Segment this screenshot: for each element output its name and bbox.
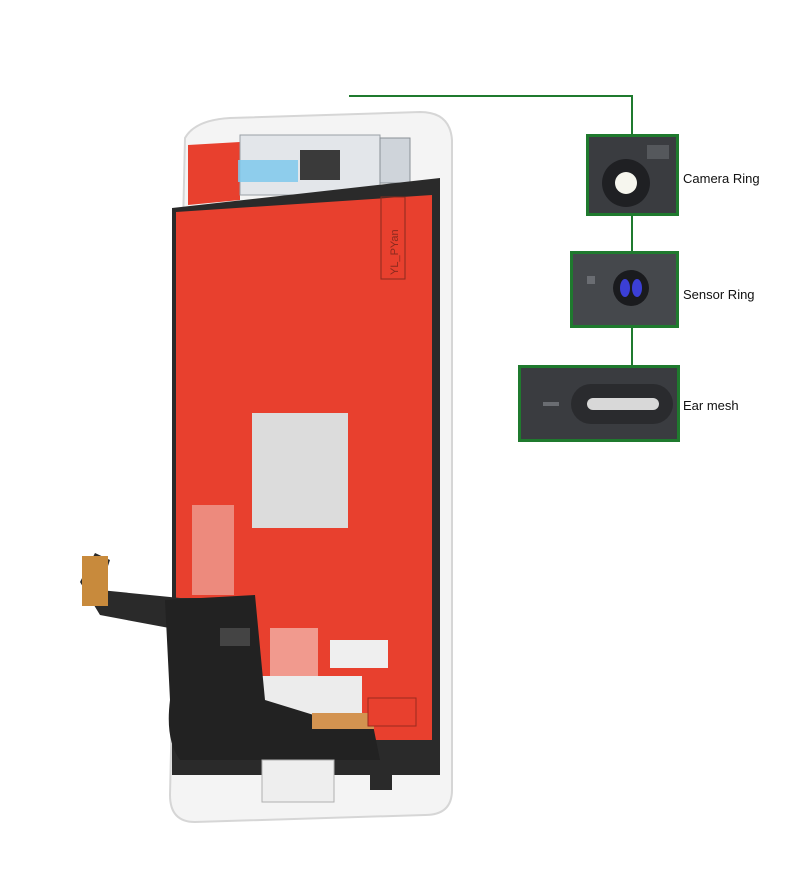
callout-leader-horizontal <box>349 95 633 97</box>
bottom-connector <box>370 768 392 790</box>
ear-mesh-icon <box>521 368 677 439</box>
top-right-bracket <box>379 137 411 184</box>
bottom-red-tab <box>367 697 417 727</box>
flex-cable-main <box>165 595 380 760</box>
blue-film <box>238 160 298 182</box>
top-red-strip <box>188 142 240 205</box>
ear-mesh-label: Ear mesh <box>683 398 739 413</box>
film-center <box>270 628 318 678</box>
sensor-ring-callout <box>570 251 679 328</box>
flex-chip <box>220 628 250 646</box>
bottom-bracket <box>261 759 335 803</box>
gray-tape <box>252 413 348 528</box>
flex-connector <box>312 713 374 729</box>
callout-leader-vertical <box>631 95 633 405</box>
stamp-text: YL_PYan <box>389 229 401 275</box>
stamp-box <box>380 196 406 280</box>
sensor-ring-label: Sensor Ring <box>683 287 755 302</box>
white-label <box>330 640 388 668</box>
camera-ring-icon <box>589 137 676 213</box>
flex-amber-tip <box>82 556 108 606</box>
ear-mesh-callout <box>518 365 680 442</box>
camera-ring-label: Camera Ring <box>683 171 760 186</box>
camera-ring-callout <box>586 134 679 216</box>
film-left <box>192 505 234 595</box>
sensor-ring-icon <box>573 254 676 325</box>
earpiece-mesh <box>300 150 340 180</box>
